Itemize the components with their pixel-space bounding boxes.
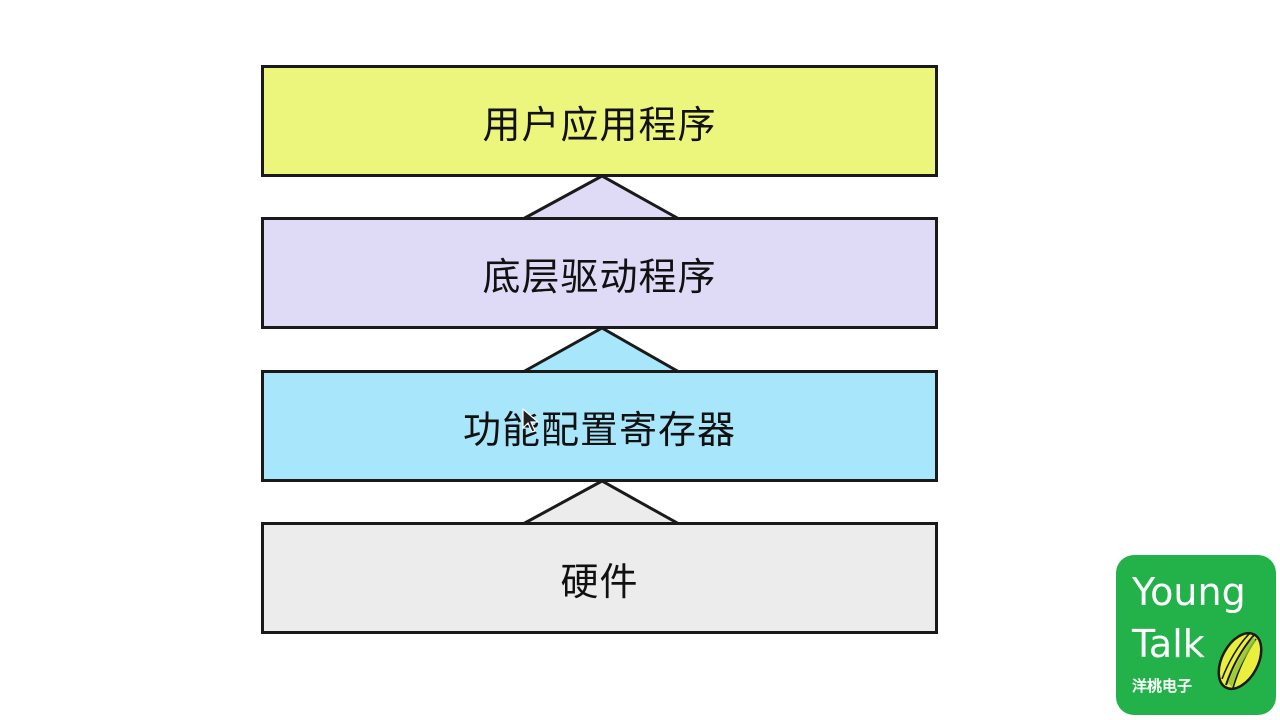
layer-label: 功能配置寄存器 — [462, 407, 736, 452]
layer-label: 用户应用程序 — [482, 102, 717, 147]
mouse-cursor-icon — [522, 408, 540, 433]
logo-text-cn: 洋桃电子 — [1132, 677, 1193, 695]
layer-hardware: 硬件 — [261, 522, 938, 634]
starfruit-icon — [1217, 631, 1263, 691]
layer-low-level-driver: 底层驱动程序 — [261, 217, 938, 329]
arrow-up-3 — [522, 479, 685, 526]
arrow-up-1 — [522, 174, 685, 221]
layer-user-application: 用户应用程序 — [261, 65, 938, 177]
logo-text-young: Young — [1132, 570, 1246, 614]
young-talk-logo: Young Talk 洋桃电子 — [1116, 555, 1276, 715]
logo-text-talk: Talk — [1132, 622, 1205, 666]
arrow-up-2 — [517, 326, 685, 374]
layer-function-config-register: 功能配置寄存器 — [261, 370, 938, 482]
layer-label: 底层驱动程序 — [482, 254, 717, 299]
layer-label: 硬件 — [560, 559, 639, 604]
